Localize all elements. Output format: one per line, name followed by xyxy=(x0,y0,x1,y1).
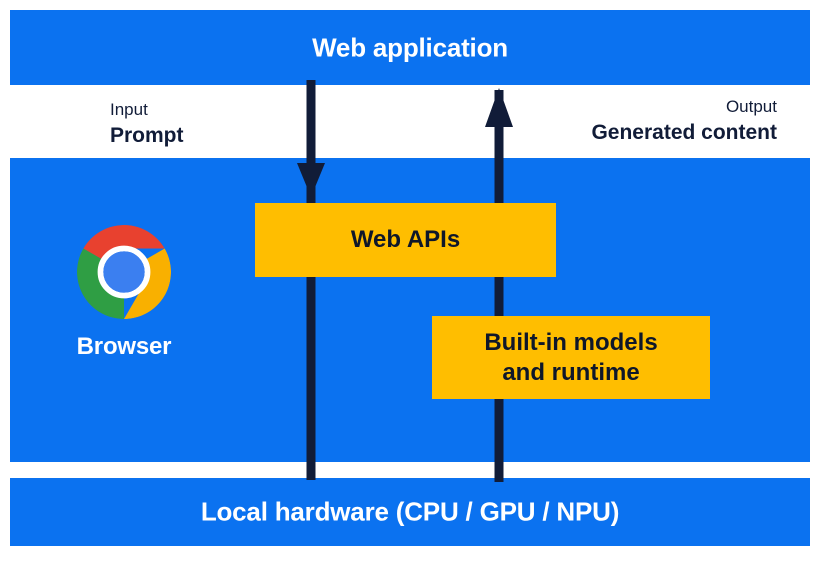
box-builtin-models-line2: and runtime xyxy=(502,358,640,386)
box-web-apis[interactable]: Web APIs xyxy=(255,203,556,277)
annotation-output-kicker: Output xyxy=(725,97,777,116)
annotation-output-value: Generated content xyxy=(591,120,777,144)
band-local-hardware-label: Local hardware (CPU / GPU / NPU) xyxy=(200,496,620,527)
box-builtin-models-label: Built-in models and runtime xyxy=(484,328,657,387)
chrome-logo-icon xyxy=(77,224,171,320)
browser-group: Browser xyxy=(48,224,200,379)
arrow-input-down-icon xyxy=(297,80,325,480)
band-local-hardware: Local hardware (CPU / GPU / NPU) xyxy=(10,478,810,546)
annotation-input: Input Prompt xyxy=(110,99,184,149)
annotation-output: Output Generated content xyxy=(591,96,777,146)
band-web-application-label: Web application xyxy=(312,32,508,62)
band-browser-label: Browser xyxy=(76,333,172,360)
band-web-application: Web application xyxy=(10,10,810,85)
annotation-input-kicker: Input xyxy=(110,100,148,119)
box-builtin-models[interactable]: Built-in models and runtime xyxy=(432,316,710,399)
box-web-apis-label: Web APIs xyxy=(350,226,461,254)
arrow-output-up-icon xyxy=(485,88,513,482)
annotation-input-value: Prompt xyxy=(110,123,184,147)
box-builtin-models-line1: Built-in models xyxy=(484,329,658,357)
